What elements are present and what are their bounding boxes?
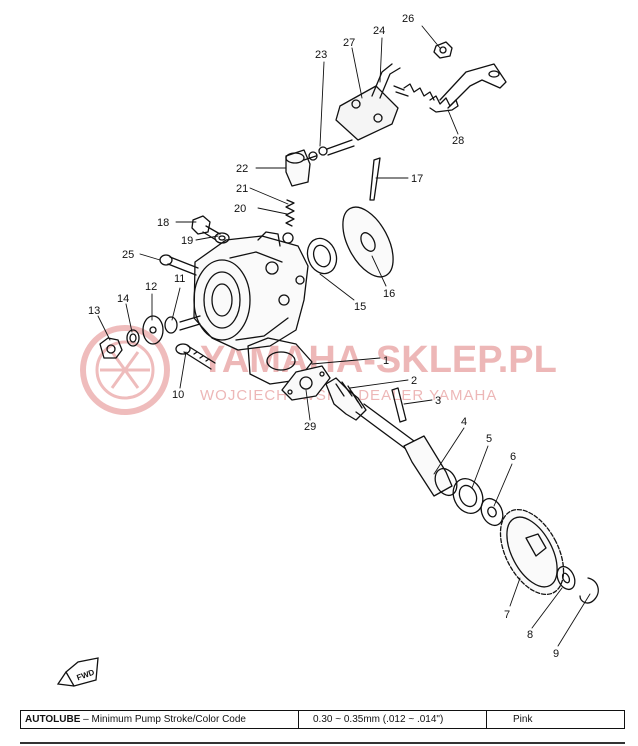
callout-10: 10 bbox=[172, 389, 184, 401]
spring-28 bbox=[429, 95, 459, 113]
pin-17 bbox=[369, 157, 381, 201]
spec-color: Pink bbox=[513, 714, 533, 725]
bracket-27 bbox=[335, 85, 399, 141]
spec-value-cell: 0.30 ~ 0.35mm (.012 ~ .014") bbox=[299, 711, 487, 728]
plate-29 bbox=[281, 365, 331, 401]
nut-26 bbox=[433, 41, 453, 59]
callout-21: 21 bbox=[236, 183, 248, 195]
fwd-direction-marker: FWD bbox=[56, 657, 99, 687]
callout-6: 6 bbox=[510, 451, 516, 463]
collar-4 bbox=[403, 435, 458, 497]
ball-20 bbox=[282, 232, 294, 244]
spec-value: 0.30 ~ 0.35mm (.012 ~ .014") bbox=[313, 714, 444, 725]
bearing-5 bbox=[452, 477, 484, 515]
washer-6 bbox=[480, 497, 504, 527]
worm-shaft-1 bbox=[325, 377, 419, 453]
callout-22: 22 bbox=[236, 163, 248, 175]
bolt-18 bbox=[191, 215, 221, 241]
screw-10 bbox=[175, 343, 216, 370]
seal-15 bbox=[306, 237, 338, 275]
callout-2: 2 bbox=[411, 375, 417, 387]
callout-19: 19 bbox=[181, 235, 193, 247]
callout-4: 4 bbox=[461, 416, 467, 428]
callout-16: 16 bbox=[383, 288, 395, 300]
callout-20: 20 bbox=[234, 203, 246, 215]
callout-3: 3 bbox=[435, 395, 441, 407]
callout-26: 26 bbox=[402, 13, 414, 25]
left-hardware bbox=[99, 315, 201, 359]
clip-23 bbox=[308, 139, 355, 161]
callout-9: 9 bbox=[553, 648, 559, 660]
bottom-rule bbox=[20, 742, 625, 744]
callout-17: 17 bbox=[411, 173, 423, 185]
callout-8: 8 bbox=[527, 629, 533, 641]
callout-15: 15 bbox=[354, 301, 366, 313]
callout-7: 7 bbox=[504, 609, 510, 621]
callout-18: 18 bbox=[157, 217, 169, 229]
callout-13: 13 bbox=[88, 305, 100, 317]
callout-11: 11 bbox=[174, 273, 185, 285]
callout-12: 12 bbox=[145, 281, 157, 293]
callout-29: 29 bbox=[304, 421, 316, 433]
washer-19 bbox=[214, 232, 230, 244]
spec-table: AUTOLUBE – Minimum Pump Stroke/Color Cod… bbox=[20, 710, 625, 729]
callout-27: 27 bbox=[343, 37, 355, 49]
callout-5: 5 bbox=[486, 433, 492, 445]
callout-25: 25 bbox=[122, 249, 134, 261]
exploded-parts-diagram: YAMAHA-SKLEP.PL WOJCIECHOWSKI | DEALER Y… bbox=[56, 13, 599, 687]
callout-14: 14 bbox=[117, 293, 129, 305]
banjo-fitting-22 bbox=[285, 149, 317, 187]
watermark-logo bbox=[80, 325, 170, 415]
leader-lines bbox=[97, 25, 591, 647]
spec-label-cell: AUTOLUBE – Minimum Pump Stroke/Color Cod… bbox=[21, 711, 299, 728]
circlip-9 bbox=[579, 577, 599, 604]
pin-2 bbox=[391, 387, 407, 423]
spec-color-cell: Pink bbox=[487, 711, 624, 728]
gear-16 bbox=[342, 206, 394, 278]
gear-7 bbox=[499, 508, 565, 596]
spec-label-bold: AUTOLUBE bbox=[25, 714, 81, 725]
callout-24: 24 bbox=[373, 25, 385, 37]
callout-1: 1 bbox=[383, 355, 389, 367]
spring-21 bbox=[285, 199, 295, 227]
spec-label-rest: – Minimum Pump Stroke/Color Code bbox=[80, 714, 246, 725]
lever-24 bbox=[371, 63, 507, 109]
callout-28: 28 bbox=[452, 135, 464, 147]
callout-23: 23 bbox=[315, 49, 327, 61]
callout-labels: 1 2 3 4 5 6 7 8 9 10 11 12 13 14 15 16 1… bbox=[88, 13, 559, 660]
bolt-25 bbox=[159, 254, 199, 276]
washer-8 bbox=[556, 565, 576, 591]
